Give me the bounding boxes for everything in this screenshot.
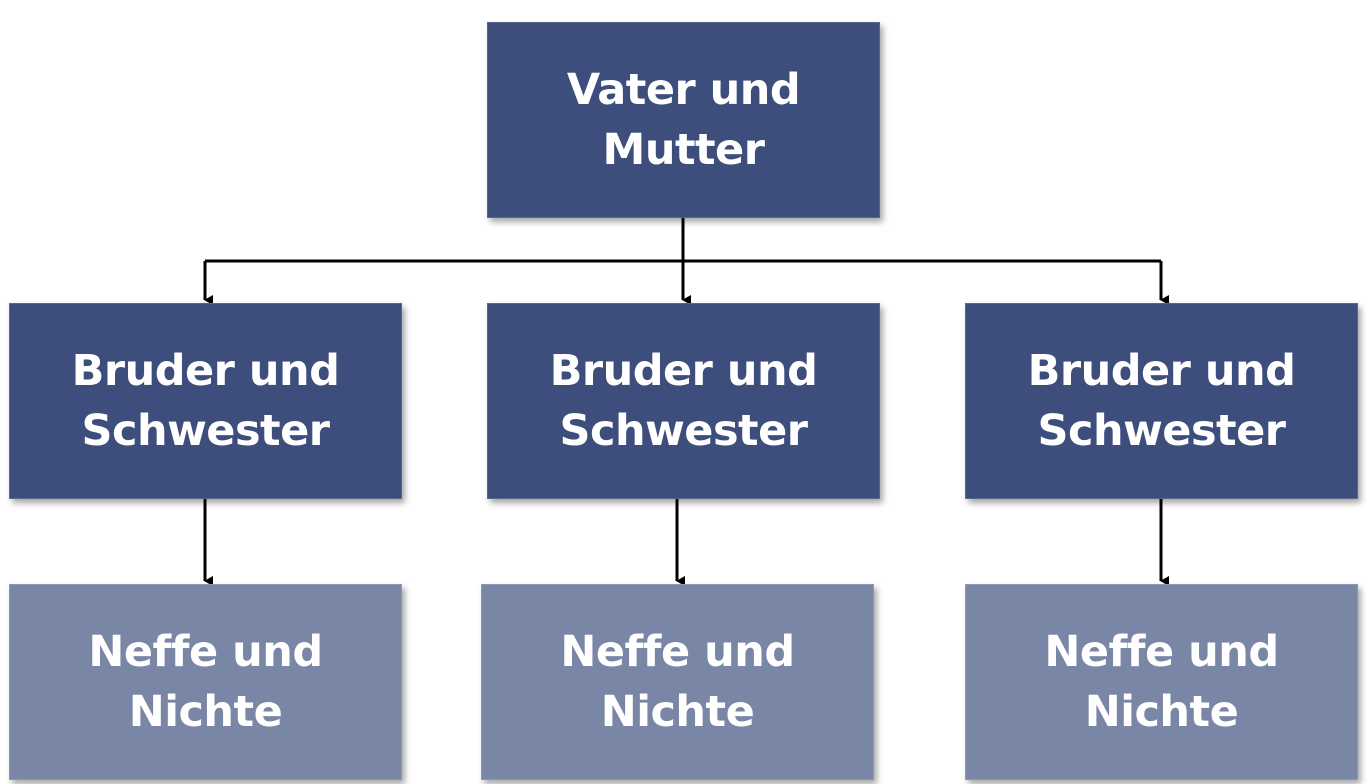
node-child-1-line-2: Nichte bbox=[128, 687, 283, 737]
node-sibling-1-line-1: Bruder und bbox=[71, 346, 340, 396]
node-sibling-2: Bruder und Schwester bbox=[487, 303, 880, 499]
node-child-2-line-2: Nichte bbox=[600, 687, 755, 737]
node-sibling-3-line-2: Schwester bbox=[1037, 406, 1286, 456]
node-child-3: Neffe und Nichte bbox=[965, 584, 1358, 780]
node-child-1-label: Neffe und Nichte bbox=[88, 622, 323, 742]
node-child-3-label: Neffe und Nichte bbox=[1044, 622, 1279, 742]
node-sibling-2-line-2: Schwester bbox=[559, 406, 808, 456]
node-child-2: Neffe und Nichte bbox=[481, 584, 874, 780]
node-child-2-label: Neffe und Nichte bbox=[560, 622, 795, 742]
node-sibling-3: Bruder und Schwester bbox=[965, 303, 1358, 499]
node-child-1: Neffe und Nichte bbox=[9, 584, 402, 780]
node-parents-label: Vater und Mutter bbox=[488, 60, 879, 180]
node-parents-line-1: Vater und Mutter bbox=[566, 65, 801, 175]
node-sibling-3-line-1: Bruder und bbox=[1027, 346, 1296, 396]
node-sibling-2-label: Bruder und Schwester bbox=[550, 341, 818, 461]
node-parents: Vater und Mutter bbox=[487, 22, 880, 218]
node-sibling-1-line-2: Schwester bbox=[81, 406, 330, 456]
node-child-2-line-1: Neffe und bbox=[560, 627, 795, 677]
node-sibling-1-label: Bruder und Schwester bbox=[72, 341, 340, 461]
node-sibling-3-label: Bruder und Schwester bbox=[1028, 341, 1296, 461]
node-child-3-line-1: Neffe und bbox=[1044, 627, 1279, 677]
node-sibling-2-line-1: Bruder und bbox=[549, 346, 818, 396]
node-child-3-line-2: Nichte bbox=[1084, 687, 1239, 737]
node-sibling-1: Bruder und Schwester bbox=[9, 303, 402, 499]
node-child-1-line-1: Neffe und bbox=[88, 627, 323, 677]
